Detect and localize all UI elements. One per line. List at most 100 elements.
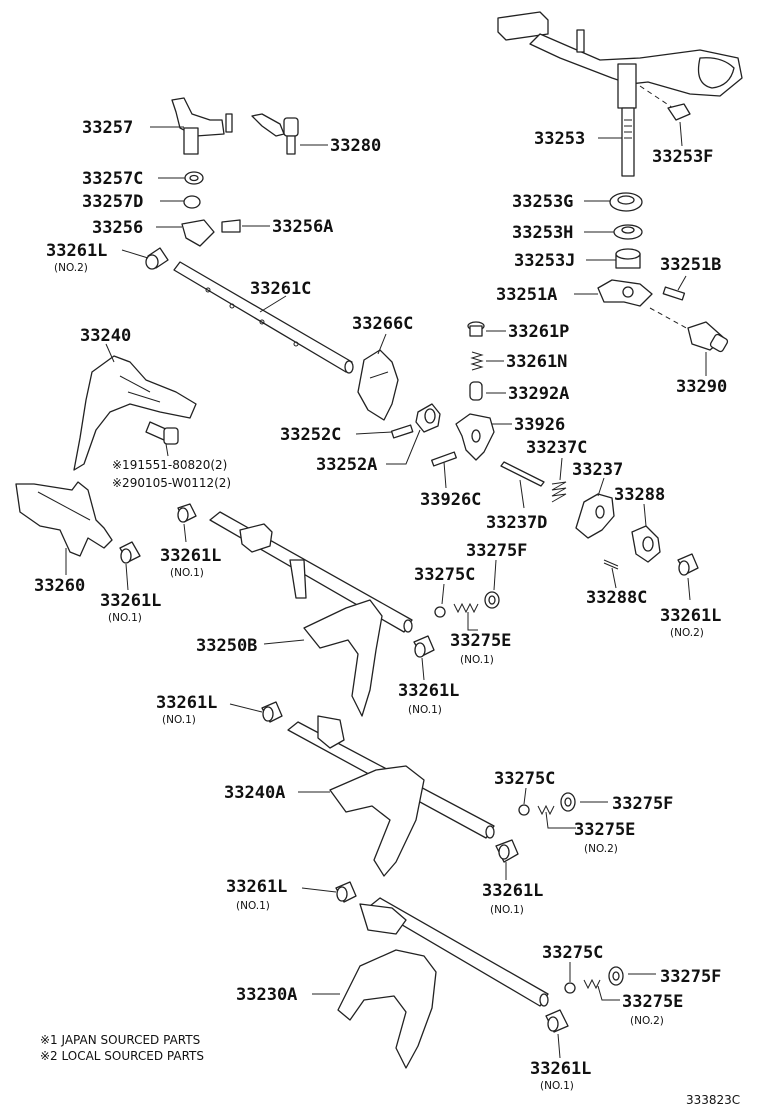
cam-33266c-part <box>357 349 399 421</box>
label-33261l-top: 33261L <box>46 241 107 261</box>
plug-33261p-part <box>467 321 485 337</box>
sublabel-no1-h: (NO.1) <box>236 900 270 912</box>
label-33250b: 33250B <box>196 636 257 656</box>
sublabel-no2-d: (NO.2) <box>584 843 618 855</box>
label-33257: 33257 <box>82 118 133 138</box>
sublabel-no2-c: (NO.2) <box>670 627 704 639</box>
label-33275c-a: 33275C <box>414 565 475 585</box>
label-33261l-f: 33261L <box>482 881 543 901</box>
label-33275f-a: 33275F <box>466 541 527 561</box>
washer-33257d-part <box>183 195 201 209</box>
label-33251a: 33251A <box>496 285 557 305</box>
switch-33290-part <box>687 321 729 353</box>
shaft-33261c-part <box>173 261 354 374</box>
label-33280: 33280 <box>330 136 381 156</box>
sublabel-no2-e: (NO.2) <box>630 1015 664 1027</box>
label-33240: 33240 <box>80 326 131 346</box>
label-33261l-g: 33261L <box>226 877 287 897</box>
pin-33292a-part <box>469 381 483 401</box>
block-33288-part <box>631 525 661 563</box>
label-33237d: 33237D <box>486 513 547 533</box>
select-lever-33253-part <box>497 11 743 177</box>
fork-shaft-33240a-part <box>287 715 495 877</box>
spring-33275e-a-part <box>453 602 479 614</box>
label-33261l-d: 33261L <box>398 681 459 701</box>
sublabel-no1-i: (NO.1) <box>540 1080 574 1092</box>
spring-33261n-part <box>470 351 484 371</box>
ball-33275c-b-part <box>518 804 530 816</box>
bushing-33253h-part <box>613 224 643 240</box>
label-33230a: 33230A <box>236 985 297 1005</box>
lever-33256-part <box>181 219 241 247</box>
spring-33275e-c-part <box>583 978 601 990</box>
note-japan-sourced: ※1 JAPAN SOURCED PARTS <box>40 1033 200 1047</box>
head-33260-part <box>15 481 113 557</box>
label-33288: 33288 <box>614 485 665 505</box>
label-33275e-c: 33275E <box>622 992 683 1012</box>
label-33275e-a: 33275E <box>450 631 511 651</box>
bushing-33261l-g-part <box>335 881 357 903</box>
footnote-90105: ※290105-W0112(2) <box>112 476 231 490</box>
sublabel-no1-d: (NO.1) <box>460 654 494 666</box>
label-33261p: 33261P <box>508 322 569 342</box>
label-33257d: 33257D <box>82 192 143 212</box>
label-33275e-b: 33275E <box>574 820 635 840</box>
leader-lines <box>65 121 707 1059</box>
bushing-33261l-h-part <box>545 1009 569 1033</box>
block-33252a-part <box>415 403 441 433</box>
pin-33251b-part <box>662 286 686 301</box>
sublabel-no1-a: (NO.1) <box>170 567 204 579</box>
label-33926c: 33926C <box>420 490 481 510</box>
lever-33240-part <box>73 355 197 471</box>
spring-33275e-b-part <box>537 804 555 816</box>
ball-33275c-c-part <box>564 982 576 994</box>
illustration-code: 333823C <box>686 1093 740 1107</box>
bushing-33261l-f-part <box>495 839 519 863</box>
bolt-91551-part <box>145 421 179 445</box>
pin-33252c-part <box>390 424 414 439</box>
sublabel-no1-f: (NO.1) <box>162 714 196 726</box>
label-33261l-a: 33261L <box>160 546 221 566</box>
label-33253j: 33253J <box>514 251 575 271</box>
label-33237: 33237 <box>572 460 623 480</box>
label-33266c: 33266C <box>352 314 413 334</box>
label-33275f-b: 33275F <box>612 794 673 814</box>
footnote-91551: ※191551-80820(2) <box>112 458 227 472</box>
lever-33257-part <box>171 97 233 155</box>
fork-shaft-33250b-part <box>209 511 413 717</box>
label-33253h: 33253H <box>512 223 573 243</box>
spring-33237c-part <box>551 481 567 503</box>
label-33240a: 33240A <box>224 783 285 803</box>
note-local-sourced: ※2 LOCAL SOURCED PARTS <box>40 1049 204 1063</box>
plug-33275f-a-part <box>484 591 500 609</box>
lever-33237-part <box>575 493 615 539</box>
label-33275c-c: 33275C <box>542 943 603 963</box>
ball-33275c-a-part <box>434 606 446 618</box>
label-33253: 33253 <box>534 129 585 149</box>
fork-shaft-33230a-part <box>337 897 549 1069</box>
label-33256a: 33256A <box>272 217 333 237</box>
label-33252c: 33252C <box>280 425 341 445</box>
label-33275c-b: 33275C <box>494 769 555 789</box>
label-33253f: 33253F <box>652 147 713 167</box>
shaft-33237d-part <box>500 461 545 487</box>
label-33261l-h: 33261L <box>530 1059 591 1079</box>
label-33252a: 33252A <box>316 455 377 475</box>
label-33292a: 33292A <box>508 384 569 404</box>
bushing-33261l-top-part <box>145 247 169 270</box>
label-33237c: 33237C <box>526 438 587 458</box>
plug-33275f-c-part <box>608 966 624 986</box>
bushing-33261l-b-part <box>119 541 141 564</box>
bushing-33253g-part <box>609 192 643 212</box>
bushing-33261l-c-part <box>677 553 699 576</box>
pin-33288c-part <box>603 559 619 570</box>
sublabel-no1-g: (NO.1) <box>490 904 524 916</box>
label-33257c: 33257C <box>82 169 143 189</box>
label-33256: 33256 <box>92 218 143 238</box>
lever-33251a-part <box>597 279 653 307</box>
lever-33926-part <box>455 413 495 461</box>
bolt-33280-part <box>251 113 299 155</box>
sublabel-no2-top: (NO.2) <box>54 262 88 274</box>
plug-33275f-b-part <box>560 792 576 812</box>
